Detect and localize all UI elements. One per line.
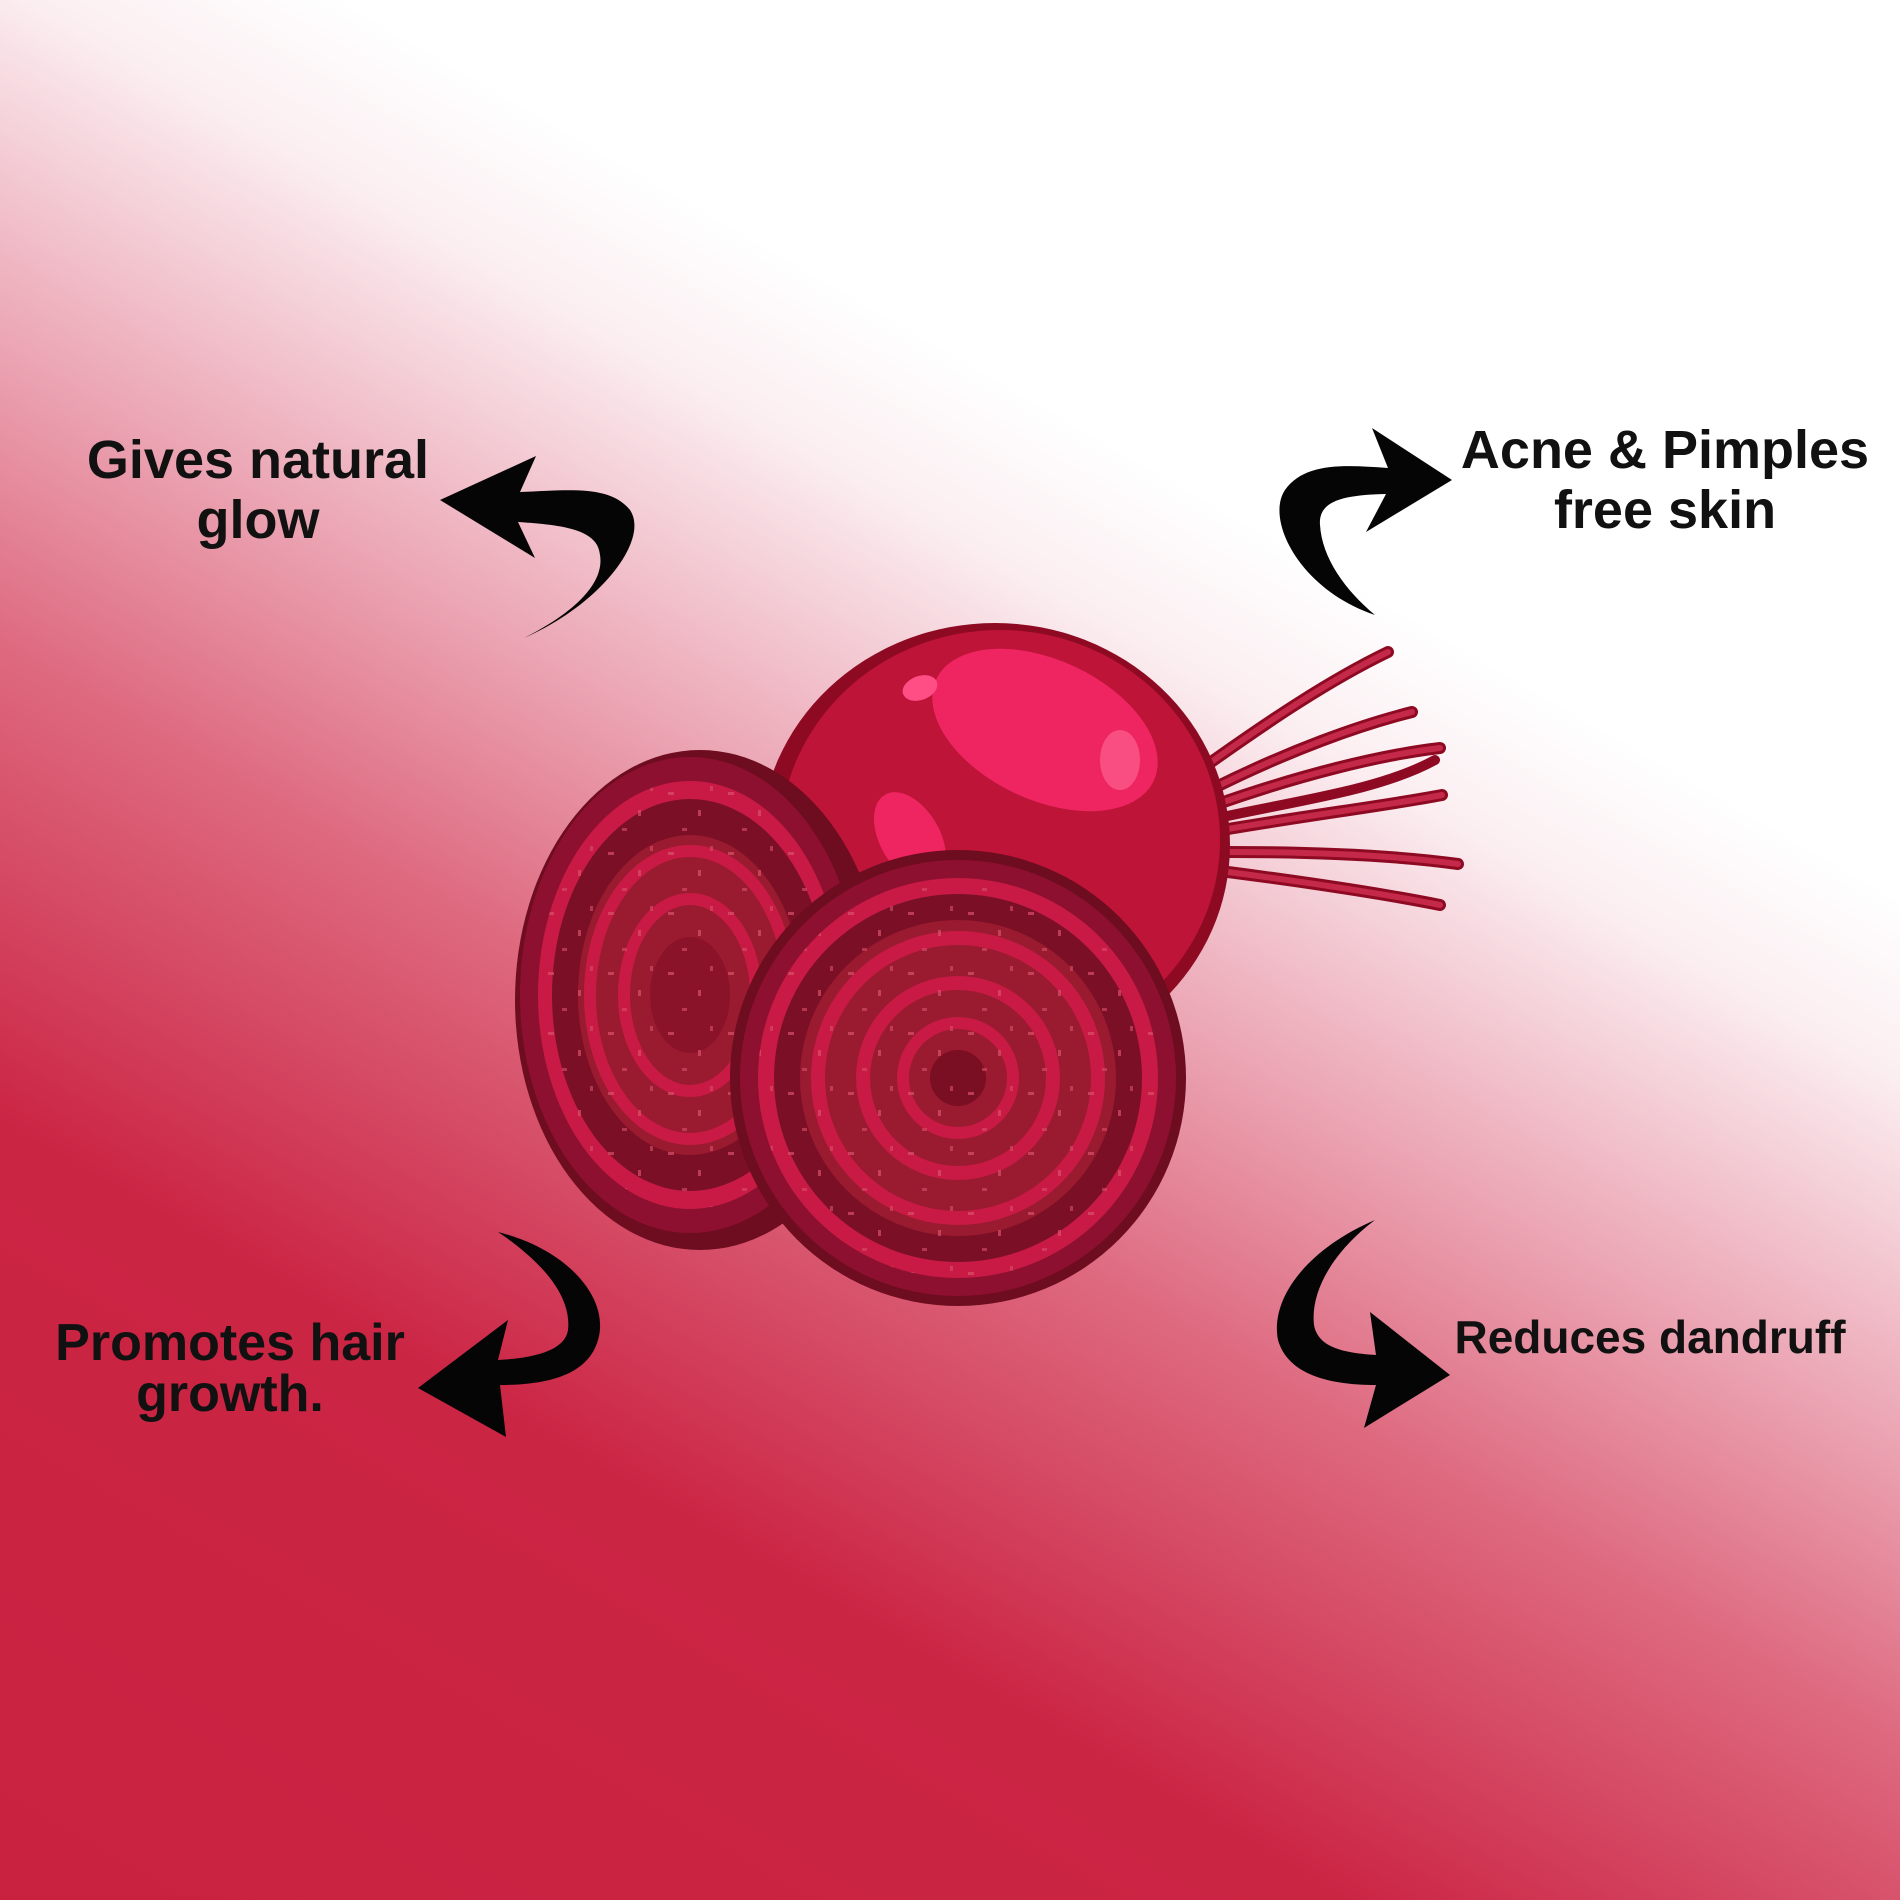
benefit-line: Gives natural <box>86 430 430 490</box>
benefit-line: free skin <box>1553 480 1777 541</box>
benefit-line: Acne & Pimples <box>1460 420 1870 480</box>
benefit-line: growth. <box>136 1364 324 1423</box>
beet-slice-front <box>730 850 1186 1306</box>
curved-arrow-icon <box>440 456 635 638</box>
benefit-line: glow <box>196 490 320 551</box>
benefit-hair-growth: Promotes hair growth. <box>20 1314 440 1423</box>
curved-arrow-icon <box>1276 1220 1450 1428</box>
curved-arrow-icon <box>1279 428 1452 615</box>
curved-arrow-icon <box>418 1232 601 1437</box>
benefit-acne-free: Acne & Pimples free skin <box>1440 420 1890 541</box>
benefit-line: Promotes hair <box>55 1314 405 1372</box>
benefit-line: Reduces dandruff <box>1454 1311 1846 1363</box>
benefit-natural-glow: Gives natural glow <box>58 430 458 551</box>
benefit-reduces-dandruff: Reduces dandruff <box>1430 1311 1870 1364</box>
beet-roots <box>1194 646 1464 911</box>
